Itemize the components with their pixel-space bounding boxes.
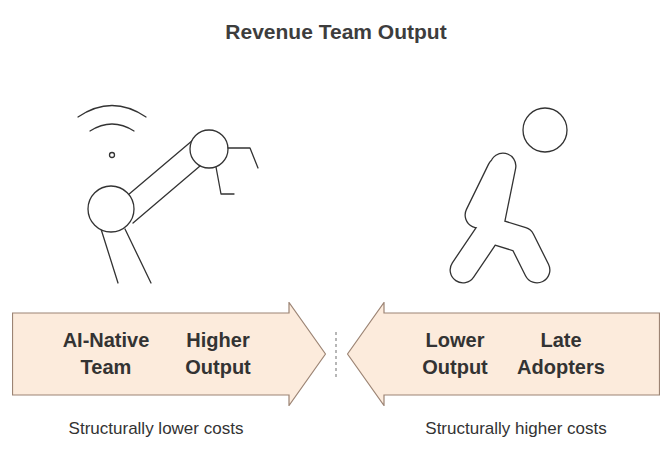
caption-label: Structurally lower costs xyxy=(6,419,306,439)
divider-dashed xyxy=(335,332,336,380)
arrow-outline xyxy=(347,302,660,406)
arrow-text: AI-Native Team xyxy=(46,327,166,381)
arrow-outline xyxy=(12,302,326,406)
diagram-title: Revenue Team Output xyxy=(0,20,672,44)
arrow-fill xyxy=(13,303,326,406)
robot-arm-icon xyxy=(78,106,258,284)
arrow-fill xyxy=(348,303,660,406)
caption-label: Structurally higher costs xyxy=(366,419,666,439)
arrow-text: Higher Output xyxy=(168,327,268,381)
arrow-text: Late Adopters xyxy=(501,327,621,381)
arrow-shape: Lower OutputLate Adopters xyxy=(347,302,660,406)
arrow-shape: AI-Native TeamHigher Output xyxy=(12,302,326,406)
person-icon xyxy=(463,108,567,270)
arrow-text: Lower Output xyxy=(405,327,505,381)
